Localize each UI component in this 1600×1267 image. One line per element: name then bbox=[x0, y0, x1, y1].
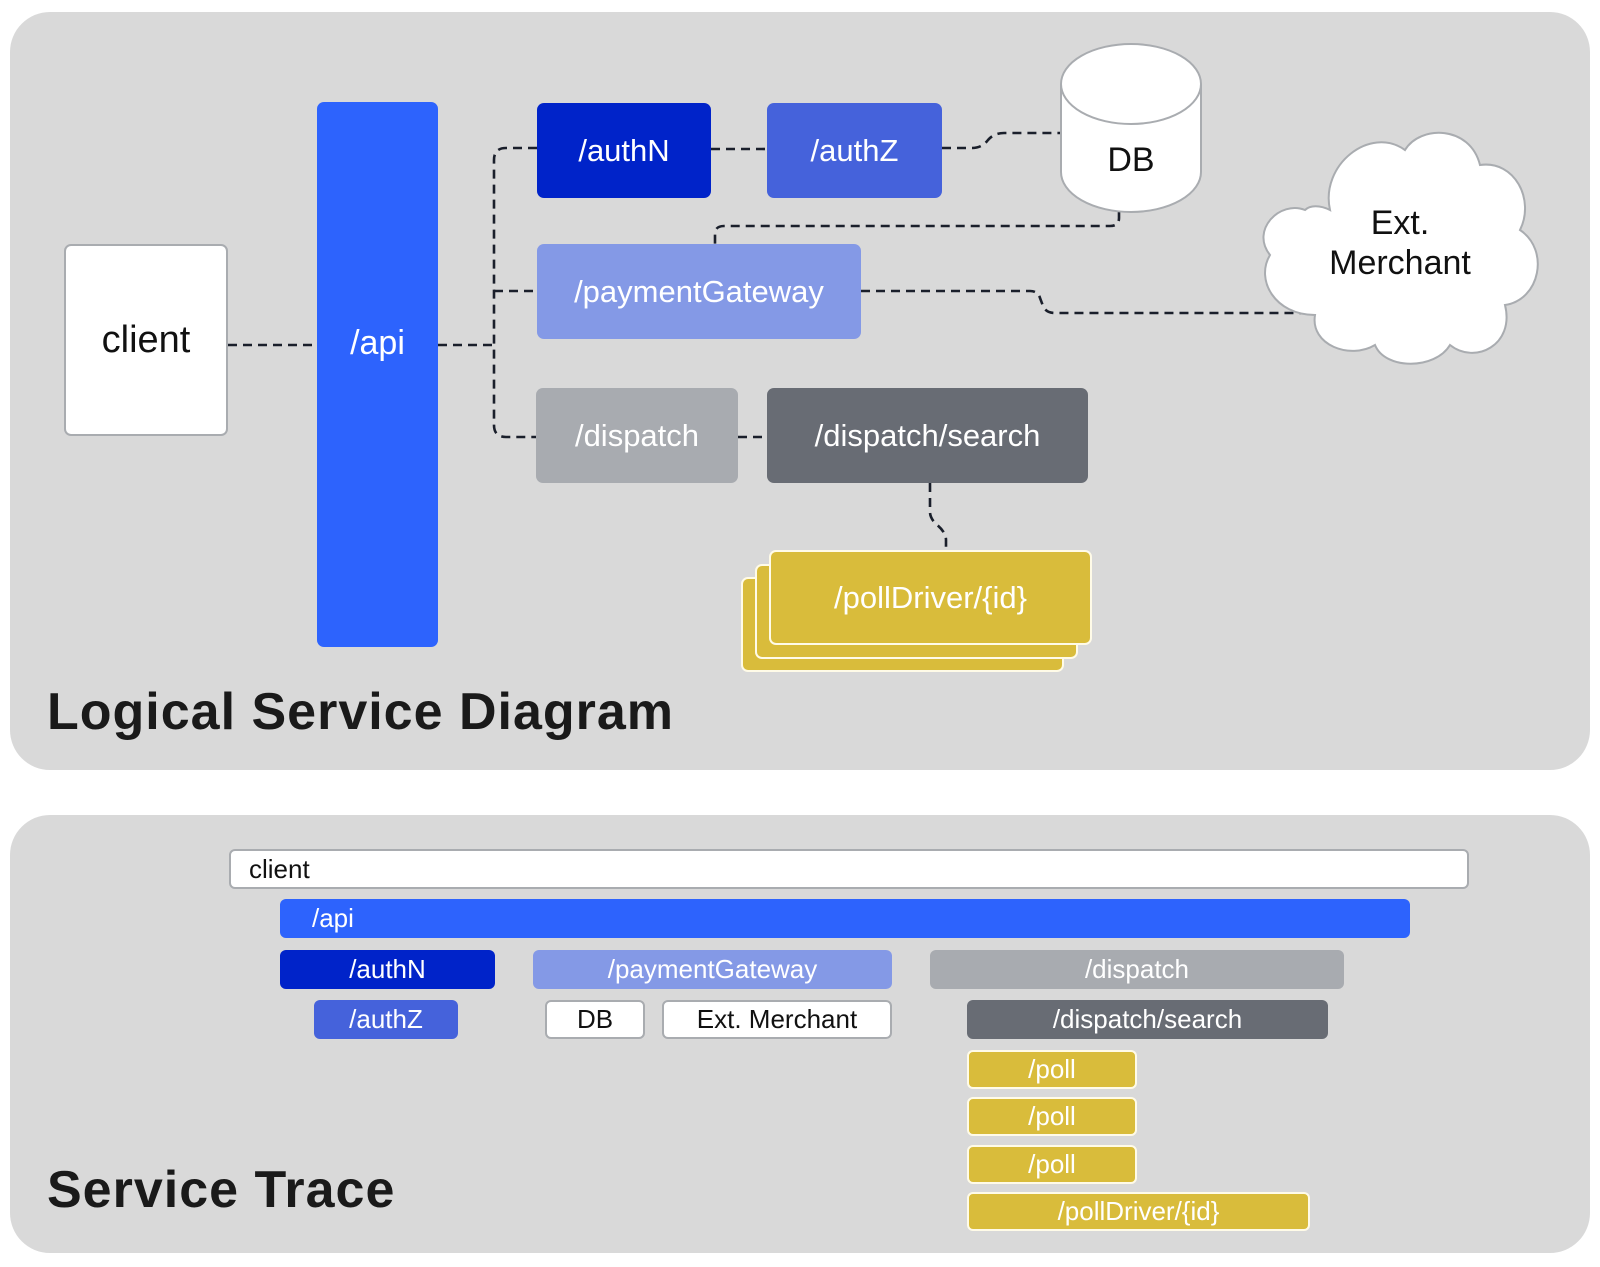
client-node-label: client bbox=[101, 318, 191, 361]
trace-span-dispatch-search-label: /dispatch/search bbox=[1052, 1004, 1243, 1034]
trace-span-poll-2-label: /poll bbox=[1028, 1101, 1076, 1131]
trace-span-db[interactable]: DB bbox=[545, 1000, 645, 1039]
trace-span-payment-gateway[interactable]: /paymentGateway bbox=[533, 950, 892, 989]
trace-span-api[interactable]: /api bbox=[280, 899, 1410, 938]
trace-span-payment-gateway-label: /paymentGateway bbox=[607, 954, 818, 984]
trace-span-ext-merchant[interactable]: Ext. Merchant bbox=[662, 1000, 892, 1039]
trace-span-client-label: client bbox=[249, 853, 310, 884]
trace-span-authn[interactable]: /authN bbox=[280, 950, 495, 989]
trace-span-polldriver[interactable]: /pollDriver/{id} bbox=[967, 1192, 1310, 1231]
trace-span-poll-1-label: /poll bbox=[1028, 1054, 1076, 1084]
trace-span-poll-1[interactable]: /poll bbox=[967, 1050, 1137, 1089]
payment-gateway-node[interactable]: /paymentGateway bbox=[537, 244, 861, 339]
polldriver-node[interactable]: /pollDriver/{id} bbox=[769, 550, 1092, 645]
dispatch-node[interactable]: /dispatch bbox=[536, 388, 738, 483]
trace-span-api-label: /api bbox=[312, 903, 354, 933]
trace-span-dispatch-label: /dispatch bbox=[1084, 954, 1190, 984]
trace-span-db-label: DB bbox=[576, 1004, 614, 1034]
ext-merchant-label-line2: Merchant bbox=[1329, 244, 1471, 282]
client-node[interactable]: client bbox=[64, 244, 228, 436]
authn-node-label: /authN bbox=[578, 132, 670, 168]
authz-node[interactable]: /authZ bbox=[767, 103, 942, 198]
payment-gateway-node-label: /paymentGateway bbox=[574, 273, 824, 309]
dispatch-node-label: /dispatch bbox=[574, 417, 700, 453]
trace-span-polldriver-label: /pollDriver/{id} bbox=[1057, 1196, 1220, 1226]
db-node-label: DB bbox=[1107, 141, 1155, 179]
api-node[interactable]: /api bbox=[317, 102, 438, 647]
trace-span-dispatch-search[interactable]: /dispatch/search bbox=[967, 1000, 1328, 1039]
ext-merchant-node[interactable]: Ext. Merchant bbox=[1285, 203, 1515, 283]
trace-span-poll-2[interactable]: /poll bbox=[967, 1097, 1137, 1136]
service-trace-title: Service Trace bbox=[47, 1161, 396, 1219]
trace-span-ext-merchant-label: Ext. Merchant bbox=[696, 1004, 858, 1034]
logical-diagram-title: Logical Service Diagram bbox=[47, 683, 675, 741]
dispatch-search-node[interactable]: /dispatch/search bbox=[767, 388, 1088, 483]
authz-node-label: /authZ bbox=[810, 132, 899, 168]
polldriver-node-label: /pollDriver/{id} bbox=[834, 579, 1027, 615]
trace-span-client[interactable]: client bbox=[229, 849, 1469, 889]
trace-span-poll-3[interactable]: /poll bbox=[967, 1145, 1137, 1184]
trace-span-authz-label: /authZ bbox=[349, 1004, 423, 1034]
trace-span-dispatch[interactable]: /dispatch bbox=[930, 950, 1344, 989]
authn-node[interactable]: /authN bbox=[537, 103, 711, 198]
api-node-label: /api bbox=[350, 324, 405, 362]
db-node[interactable]: DB bbox=[1061, 140, 1201, 180]
trace-span-authn-label: /authN bbox=[349, 954, 426, 984]
trace-span-poll-3-label: /poll bbox=[1028, 1149, 1076, 1179]
dispatch-search-node-label: /dispatch/search bbox=[814, 417, 1041, 453]
ext-merchant-label-line1: Ext. bbox=[1370, 204, 1430, 242]
trace-span-authz[interactable]: /authZ bbox=[314, 1000, 458, 1039]
